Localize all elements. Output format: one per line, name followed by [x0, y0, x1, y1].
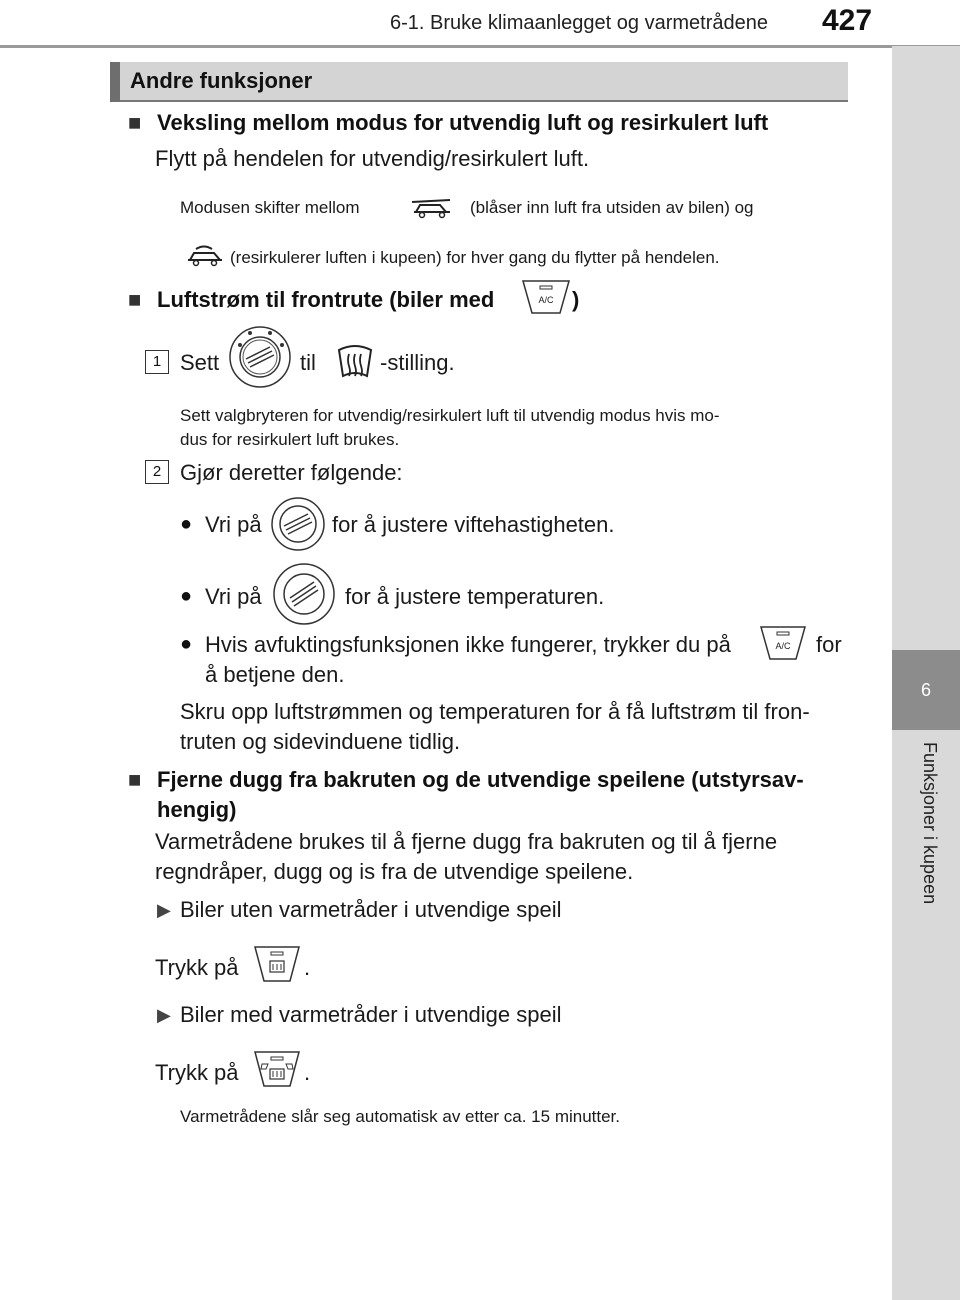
note-recirculate: (resirkulerer luften i kupeen) for hver … — [230, 248, 720, 267]
dehumidify-text-for: for — [816, 632, 842, 657]
temp-text-purpose: for å justere temperaturen. — [345, 584, 605, 609]
option-with-mirror-heaters: Biler med varmetråder i utvendige speil — [180, 1002, 562, 1027]
section-header-accent — [110, 62, 120, 102]
note-switch-line1: Sett valgbryteren for utvendig/resirkule… — [180, 406, 720, 425]
press-text-1-period: . — [304, 955, 311, 980]
heading-defogger-line2: hengig) — [157, 797, 237, 822]
outside-air-icon — [411, 199, 451, 219]
note-auto-off: Varmetrådene slår seg automatisk av ette… — [180, 1107, 621, 1126]
heading-defogger-line1: Fjerne dugg fra bakruten og de utvendige… — [157, 767, 804, 792]
dot-bullet: ● — [180, 633, 193, 655]
windshield-defrost-icon — [337, 345, 373, 378]
side-tab-lower — [892, 730, 960, 1300]
dehumidify-text-operate: å betjene den. — [205, 662, 345, 687]
dehumidify-text: Hvis avfuktingsfunksjonen ikke fungerer,… — [205, 632, 731, 657]
recirculate-air-icon — [188, 245, 223, 267]
fan-dial-icon — [271, 497, 325, 551]
page-number: 427 — [822, 4, 873, 37]
square-bullet: ■ — [128, 110, 142, 135]
temperature-dial-icon — [273, 563, 335, 625]
fan-text-turn: Vri på — [205, 512, 262, 537]
ac-button-icon: A/C — [760, 626, 806, 660]
note-switch-line2: dus for resirkulert luft brukes. — [180, 430, 400, 449]
fan-text-purpose: for å justere viftehastigheten. — [332, 512, 615, 537]
section-header-bar — [110, 62, 848, 102]
press-text-1: Trykk på — [155, 955, 239, 980]
step1-text-position: -stilling. — [380, 350, 455, 375]
step1-text-set: Sett — [180, 350, 220, 375]
mode-dial-icon — [229, 326, 291, 388]
defogger-para-line1: Varmetrådene brukes til å fjerne dugg fr… — [155, 829, 778, 854]
dot-bullet: ● — [180, 585, 193, 607]
square-bullet: ■ — [128, 767, 142, 792]
note-mode-switch-start: Modusen skifter mellom — [180, 198, 360, 217]
press-text-2-period: . — [304, 1060, 311, 1085]
header-divider — [0, 45, 960, 48]
step2-text: Gjør deretter følgende: — [180, 460, 403, 485]
option-no-mirror-heaters: Biler uten varmetråder i utvendige speil — [180, 897, 562, 922]
heading-air-mode: Veksling mellom modus for utvendig luft … — [157, 110, 769, 135]
step-number-2: 2 — [145, 460, 169, 484]
rear-defogger-button-icon — [254, 946, 300, 982]
svg-text:A/C: A/C — [775, 641, 791, 651]
heading-close-paren: ) — [572, 287, 580, 312]
heading-windshield-airflow: Luftstrøm til frontrute (biler med — [157, 287, 495, 312]
arrow-bullet: ▶ — [157, 1005, 171, 1025]
chapter-title: 6-1. Bruke klimaanlegget og varmetrådene — [390, 12, 768, 34]
svg-text:A/C: A/C — [538, 295, 554, 305]
section-title: Andre funksjoner — [130, 68, 313, 93]
rear-and-mirror-defogger-button-icon — [254, 1051, 300, 1087]
side-tab-label: Funksjoner i kupeen — [920, 742, 940, 905]
step-number-1: 1 — [145, 350, 169, 374]
step1-text-to: til — [300, 350, 316, 375]
press-text-2: Trykk på — [155, 1060, 239, 1085]
defogger-para-line2: regndråper, dugg og is fra de utvendige … — [155, 859, 634, 884]
paragraph-move-lever: Flytt på hendelen for utvendig/resirkule… — [155, 146, 590, 171]
side-tab-chapter-number: 6 — [892, 650, 960, 730]
arrow-bullet: ▶ — [157, 900, 171, 920]
airflow-tip-line1: Skru opp luftstrømmen og temperaturen fo… — [180, 699, 810, 724]
airflow-tip-line2: truten og sidevinduene tidlig. — [180, 729, 461, 754]
side-tab-upper — [892, 46, 960, 650]
square-bullet: ■ — [128, 287, 142, 312]
ac-button-icon: A/C — [522, 280, 570, 314]
dot-bullet: ● — [180, 513, 193, 535]
temp-text-turn: Vri på — [205, 584, 262, 609]
note-outside-air: (blåser inn luft fra utsiden av bilen) o… — [470, 198, 754, 217]
